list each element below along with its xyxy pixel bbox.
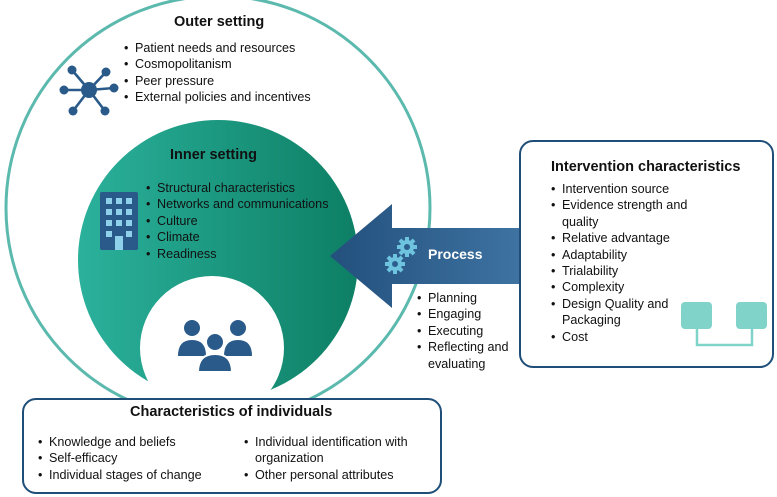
- list-item: Planning: [417, 290, 517, 307]
- building-icon: [100, 192, 138, 250]
- list-item: Individual identification with organizat…: [244, 434, 434, 467]
- inner-setting-list: Structural characteristics Networks and …: [146, 180, 329, 262]
- list-item: Design Quality and Packaging: [551, 296, 701, 329]
- intervention-characteristics-title: Intervention characteristics: [551, 159, 741, 175]
- list-item: Patient needs and resources: [124, 40, 311, 57]
- outer-setting-title: Outer setting: [174, 14, 265, 30]
- list-item: Readiness: [146, 246, 329, 263]
- individuals-list-right: Individual identification with organizat…: [244, 434, 434, 484]
- process-list: Planning Engaging Executing Reflecting a…: [417, 290, 517, 372]
- list-item: Engaging: [417, 306, 517, 323]
- list-item: Complexity: [551, 279, 701, 296]
- list-item: Executing: [417, 323, 517, 340]
- inner-setting-title: Inner setting: [170, 147, 258, 163]
- list-item: Relative advantage: [551, 230, 701, 247]
- list-item: Networks and communications: [146, 196, 329, 213]
- list-item: Individual stages of change: [38, 467, 202, 484]
- outer-setting-list: Patient needs and resources Cosmopolitan…: [124, 40, 311, 106]
- individuals-title: Characteristics of individuals: [130, 404, 333, 420]
- list-item: Knowledge and beliefs: [38, 434, 202, 451]
- people-group-icon: [178, 320, 252, 372]
- list-item: Culture: [146, 213, 329, 230]
- process-title: Process: [428, 246, 483, 262]
- list-item: Intervention source: [551, 181, 701, 198]
- list-item: Cosmopolitanism: [124, 56, 311, 73]
- list-item: Other personal attributes: [244, 467, 434, 484]
- list-item: Evidence strength and quality: [551, 197, 701, 230]
- gears-icon: [385, 237, 417, 274]
- list-item: Reflecting and evaluating: [417, 339, 517, 372]
- list-item: Self-efficacy: [38, 450, 202, 467]
- list-item: Cost: [551, 329, 701, 346]
- process-arrow: [330, 204, 528, 308]
- list-item: Climate: [146, 229, 329, 246]
- list-item: External policies and incentives: [124, 89, 311, 106]
- list-item: Trialability: [551, 263, 701, 280]
- individuals-list-left: Knowledge and beliefs Self-efficacy Indi…: [38, 434, 202, 484]
- list-item: Structural characteristics: [146, 180, 329, 197]
- intervention-characteristics-list: Intervention source Evidence strength an…: [551, 181, 701, 345]
- network-icon: [59, 65, 119, 116]
- list-item: Adaptability: [551, 247, 701, 264]
- list-item: Peer pressure: [124, 73, 311, 90]
